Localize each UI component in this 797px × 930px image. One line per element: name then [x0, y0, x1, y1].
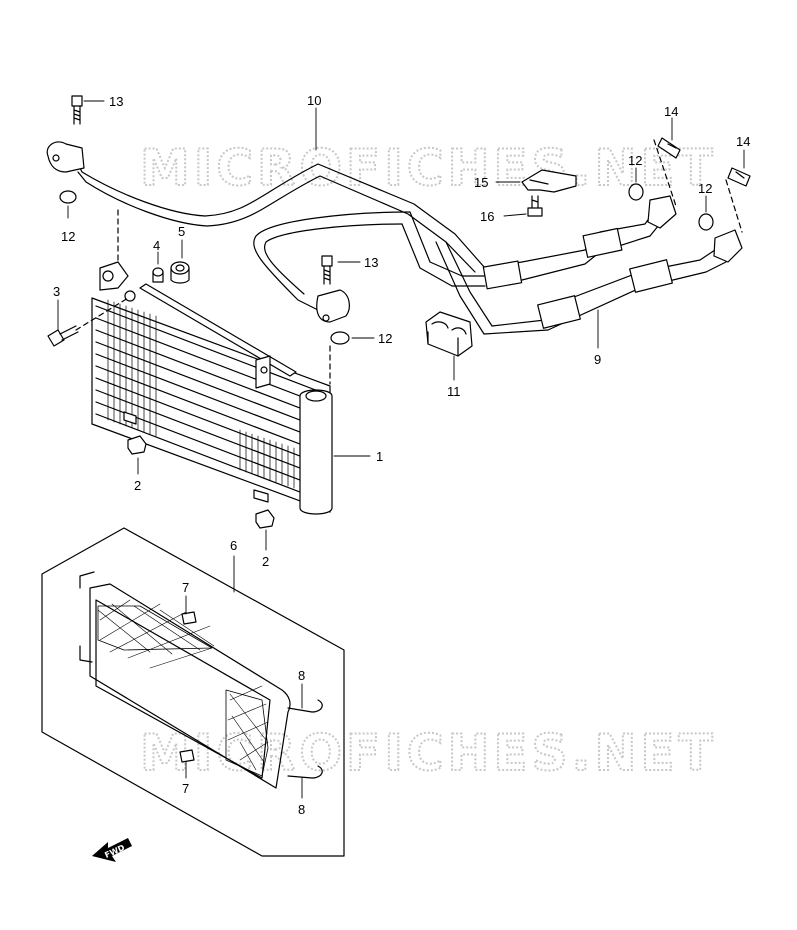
callout-12-right-b: 12: [698, 181, 712, 196]
grommet-5: [170, 261, 190, 284]
callout-13-right: 13: [364, 255, 378, 270]
assembly-line-right-b: [725, 179, 743, 233]
oil-hose-9-upper: [482, 195, 677, 290]
callout-12-left: 12: [61, 229, 75, 244]
callout-16: 16: [480, 209, 494, 224]
bolt-13-top: [71, 95, 83, 125]
callout-15: 15: [474, 175, 488, 190]
bracket-15: [521, 169, 577, 193]
oil-cooler-1: [91, 261, 333, 515]
callout-5: 5: [178, 224, 185, 239]
o-ring-12-right-b: [698, 213, 714, 231]
watermark-bottom: MICROFICHES.NET: [140, 724, 717, 782]
bolt-3: [47, 325, 79, 347]
bolt-13-right: [321, 255, 333, 285]
rubber-mount-11: [425, 311, 473, 357]
callout-2-right: 2: [262, 554, 269, 569]
callout-8-bottom: 8: [298, 802, 305, 817]
assembly-line-right-a: [653, 139, 677, 207]
collar-4: [152, 267, 164, 283]
callout-6: 6: [230, 538, 237, 553]
callout-12-right-a: 12: [628, 153, 642, 168]
callout-8-top: 8: [298, 668, 305, 683]
pipe-flange-right: [316, 289, 350, 323]
bolt-16: [527, 195, 543, 217]
watermark-top: MICROFICHES.NET: [140, 139, 717, 197]
o-ring-12-left: [59, 190, 77, 204]
assembly-line-bolt3: [75, 297, 129, 331]
oil-pipe-10: [74, 157, 549, 335]
bolt-14-right: [727, 167, 751, 187]
callout-14-left: 14: [664, 104, 678, 119]
callout-11: 11: [447, 384, 461, 399]
callout-1: 1: [376, 449, 383, 464]
clip-2-left: [127, 435, 147, 455]
fwd-arrow: FWD: [92, 838, 132, 862]
callout-3: 3: [53, 284, 60, 299]
callout-10: 10: [307, 93, 321, 108]
oil-hose-9-lower: [537, 229, 743, 331]
callout-13-top: 13: [109, 94, 123, 109]
callout-7-bottom: 7: [182, 781, 189, 796]
callout-14-right: 14: [736, 134, 750, 149]
leader-lines: [57, 100, 745, 799]
o-ring-12-mid: [330, 331, 350, 345]
callout-4: 4: [153, 238, 160, 253]
callout-7-top: 7: [182, 580, 189, 595]
callout-9: 9: [594, 352, 601, 367]
pipe-flange-top-left: [46, 141, 85, 173]
oil-cooler-guard-6: [41, 527, 345, 857]
clip-2-right: [255, 509, 275, 529]
callout-12-mid: 12: [378, 331, 392, 346]
callout-2-left: 2: [134, 478, 141, 493]
bolt-14-left: [657, 137, 681, 159]
o-ring-12-right-a: [628, 183, 644, 201]
